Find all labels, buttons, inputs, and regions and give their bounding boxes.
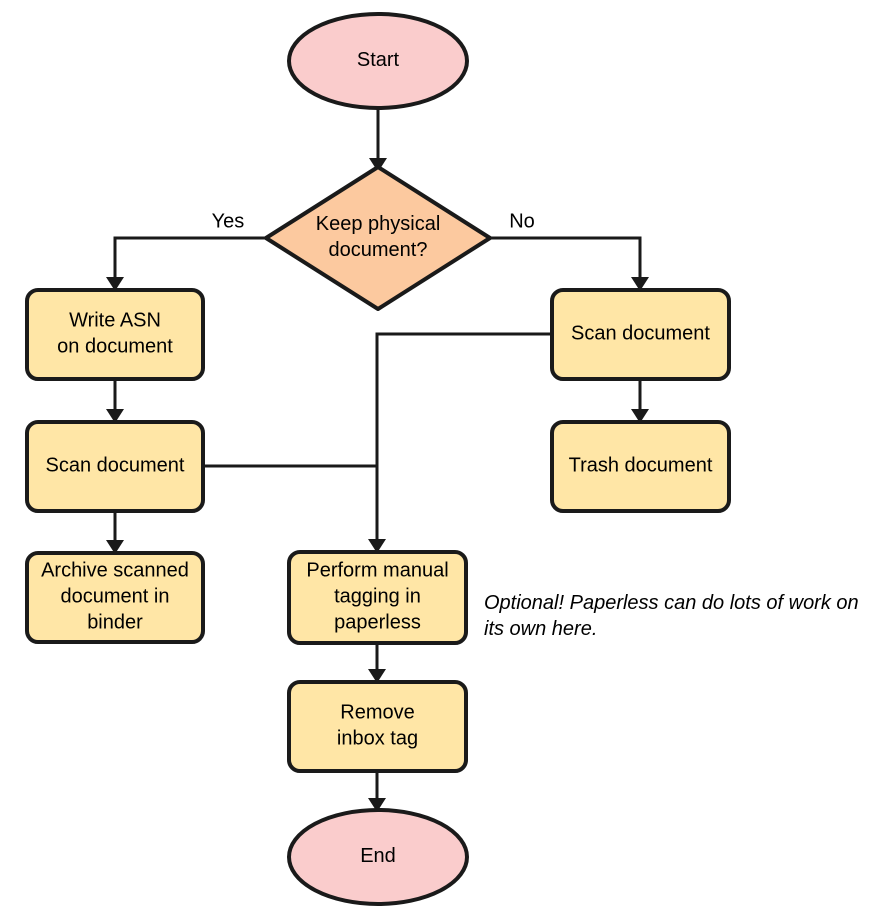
arrowhead-icon xyxy=(106,409,124,423)
arrowhead-icon xyxy=(106,540,124,554)
edge-manual-tagging-to-remove-inbox-tag xyxy=(368,643,386,683)
node-end[interactable]: End xyxy=(287,808,469,906)
edge-decision-keep-physical-to-scan-document-right: No xyxy=(490,210,649,291)
process-shape xyxy=(550,288,731,381)
arrowhead-icon xyxy=(631,277,649,291)
node-start[interactable]: Start xyxy=(287,12,469,110)
process-shape xyxy=(25,420,205,513)
edge-line xyxy=(490,236,642,284)
arrowhead-icon xyxy=(368,669,386,683)
process-shape xyxy=(550,420,731,513)
edge-label: Yes xyxy=(212,210,245,232)
process-shape xyxy=(25,551,205,644)
annotations-layer: Optional! Paperless can do lots of work … xyxy=(484,592,859,640)
edge-write-asn-to-scan-document-left xyxy=(106,379,124,423)
edge-scan-document-right-to-manual-tagging xyxy=(368,332,552,553)
node-scan-document-right[interactable]: Scan document xyxy=(550,288,731,381)
edge-remove-inbox-tag-to-end xyxy=(368,771,386,812)
terminator-shape xyxy=(287,808,469,906)
node-trash-document[interactable]: Trash document xyxy=(550,420,731,513)
edge-scan-document-right-to-trash-document xyxy=(631,379,649,423)
node-scan-document-left[interactable]: Scan document xyxy=(25,420,205,513)
arrowhead-icon xyxy=(368,798,386,812)
annotation-optional: Optional! Paperless can do lots of work … xyxy=(484,592,859,640)
edge-line xyxy=(113,236,266,284)
edges-layer: Yes No xyxy=(106,108,649,812)
arrowhead-icon xyxy=(106,277,124,291)
arrowhead-icon xyxy=(631,409,649,423)
process-shape xyxy=(287,550,468,645)
edge-scan-document-left-to-archive-binder xyxy=(106,511,124,554)
process-shape xyxy=(287,680,468,773)
edge-start-to-decision-keep-physical xyxy=(369,108,387,172)
terminator-shape xyxy=(287,12,469,110)
decision-shape xyxy=(264,165,492,311)
process-shape xyxy=(25,288,205,381)
arrowhead-icon xyxy=(368,539,386,553)
edge-decision-keep-physical-to-write-asn: Yes xyxy=(106,210,266,291)
edge-line xyxy=(375,332,552,546)
edge-label: No xyxy=(509,210,535,232)
